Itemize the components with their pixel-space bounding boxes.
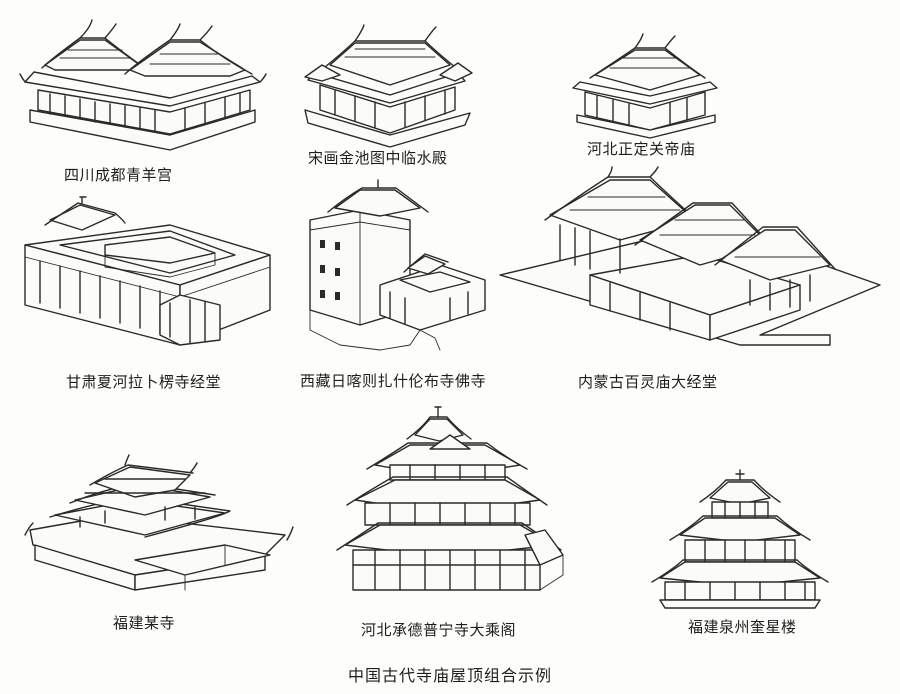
label-zhashilunbu: 西藏日喀则扎什伦布寺佛寺 [300, 372, 487, 390]
guandimiao-drawing [572, 33, 718, 139]
bailingmiao-drawing [499, 166, 881, 346]
fujiansi-drawing [24, 454, 294, 591]
illustration-qingyanggong: 四川成都青羊宫 [19, 10, 267, 184]
puningsi-drawing [336, 406, 564, 591]
illustration-zhashilunbu: 西藏日喀则扎什伦布寺佛寺 [300, 179, 490, 395]
label-puningsi: 河北承德普宁寺大乘阁 [361, 621, 517, 639]
illustration-kuixinglou: 福建泉州奎星楼 [650, 469, 830, 636]
label-labuleng: 甘肃夏河拉卜楞寺经堂 [66, 373, 222, 391]
zhashilunbu-drawing [309, 179, 486, 351]
kuixinglou-drawing [651, 469, 829, 609]
label-kuixinglou: 福建泉州奎星楼 [688, 618, 797, 636]
label-fujiansi: 福建某寺 [113, 614, 176, 632]
illustration-labuleng: 甘肃夏河拉卜楞寺经堂 [20, 195, 275, 395]
label-jinchitu: 宋画金池图中临水殿 [308, 149, 448, 167]
label-bailingmiao: 内蒙古百灵庙大经堂 [578, 373, 718, 391]
figure-caption: 中国古代寺庙屋顶组合示例 [347, 666, 552, 685]
qingyanggong-drawing [19, 19, 267, 151]
label-qingyanggong: 四川成都青羊宫 [64, 166, 173, 184]
labuleng-drawing [24, 196, 271, 346]
illustration-guandimiao: 河北正定关帝庙 [565, 30, 725, 160]
illustration-fujiansi: 福建某寺 [24, 445, 295, 632]
illustration-bailingmiao: 内蒙古百灵庙大经堂 [499, 165, 885, 395]
illustration-puningsi: 河北承德普宁寺大乘阁 [335, 405, 565, 639]
illustration-jinchitu: 宋画金池图中临水殿 [300, 15, 475, 167]
label-guandimiao: 河北正定关帝庙 [587, 140, 696, 158]
jinchitu-drawing [304, 24, 473, 148]
